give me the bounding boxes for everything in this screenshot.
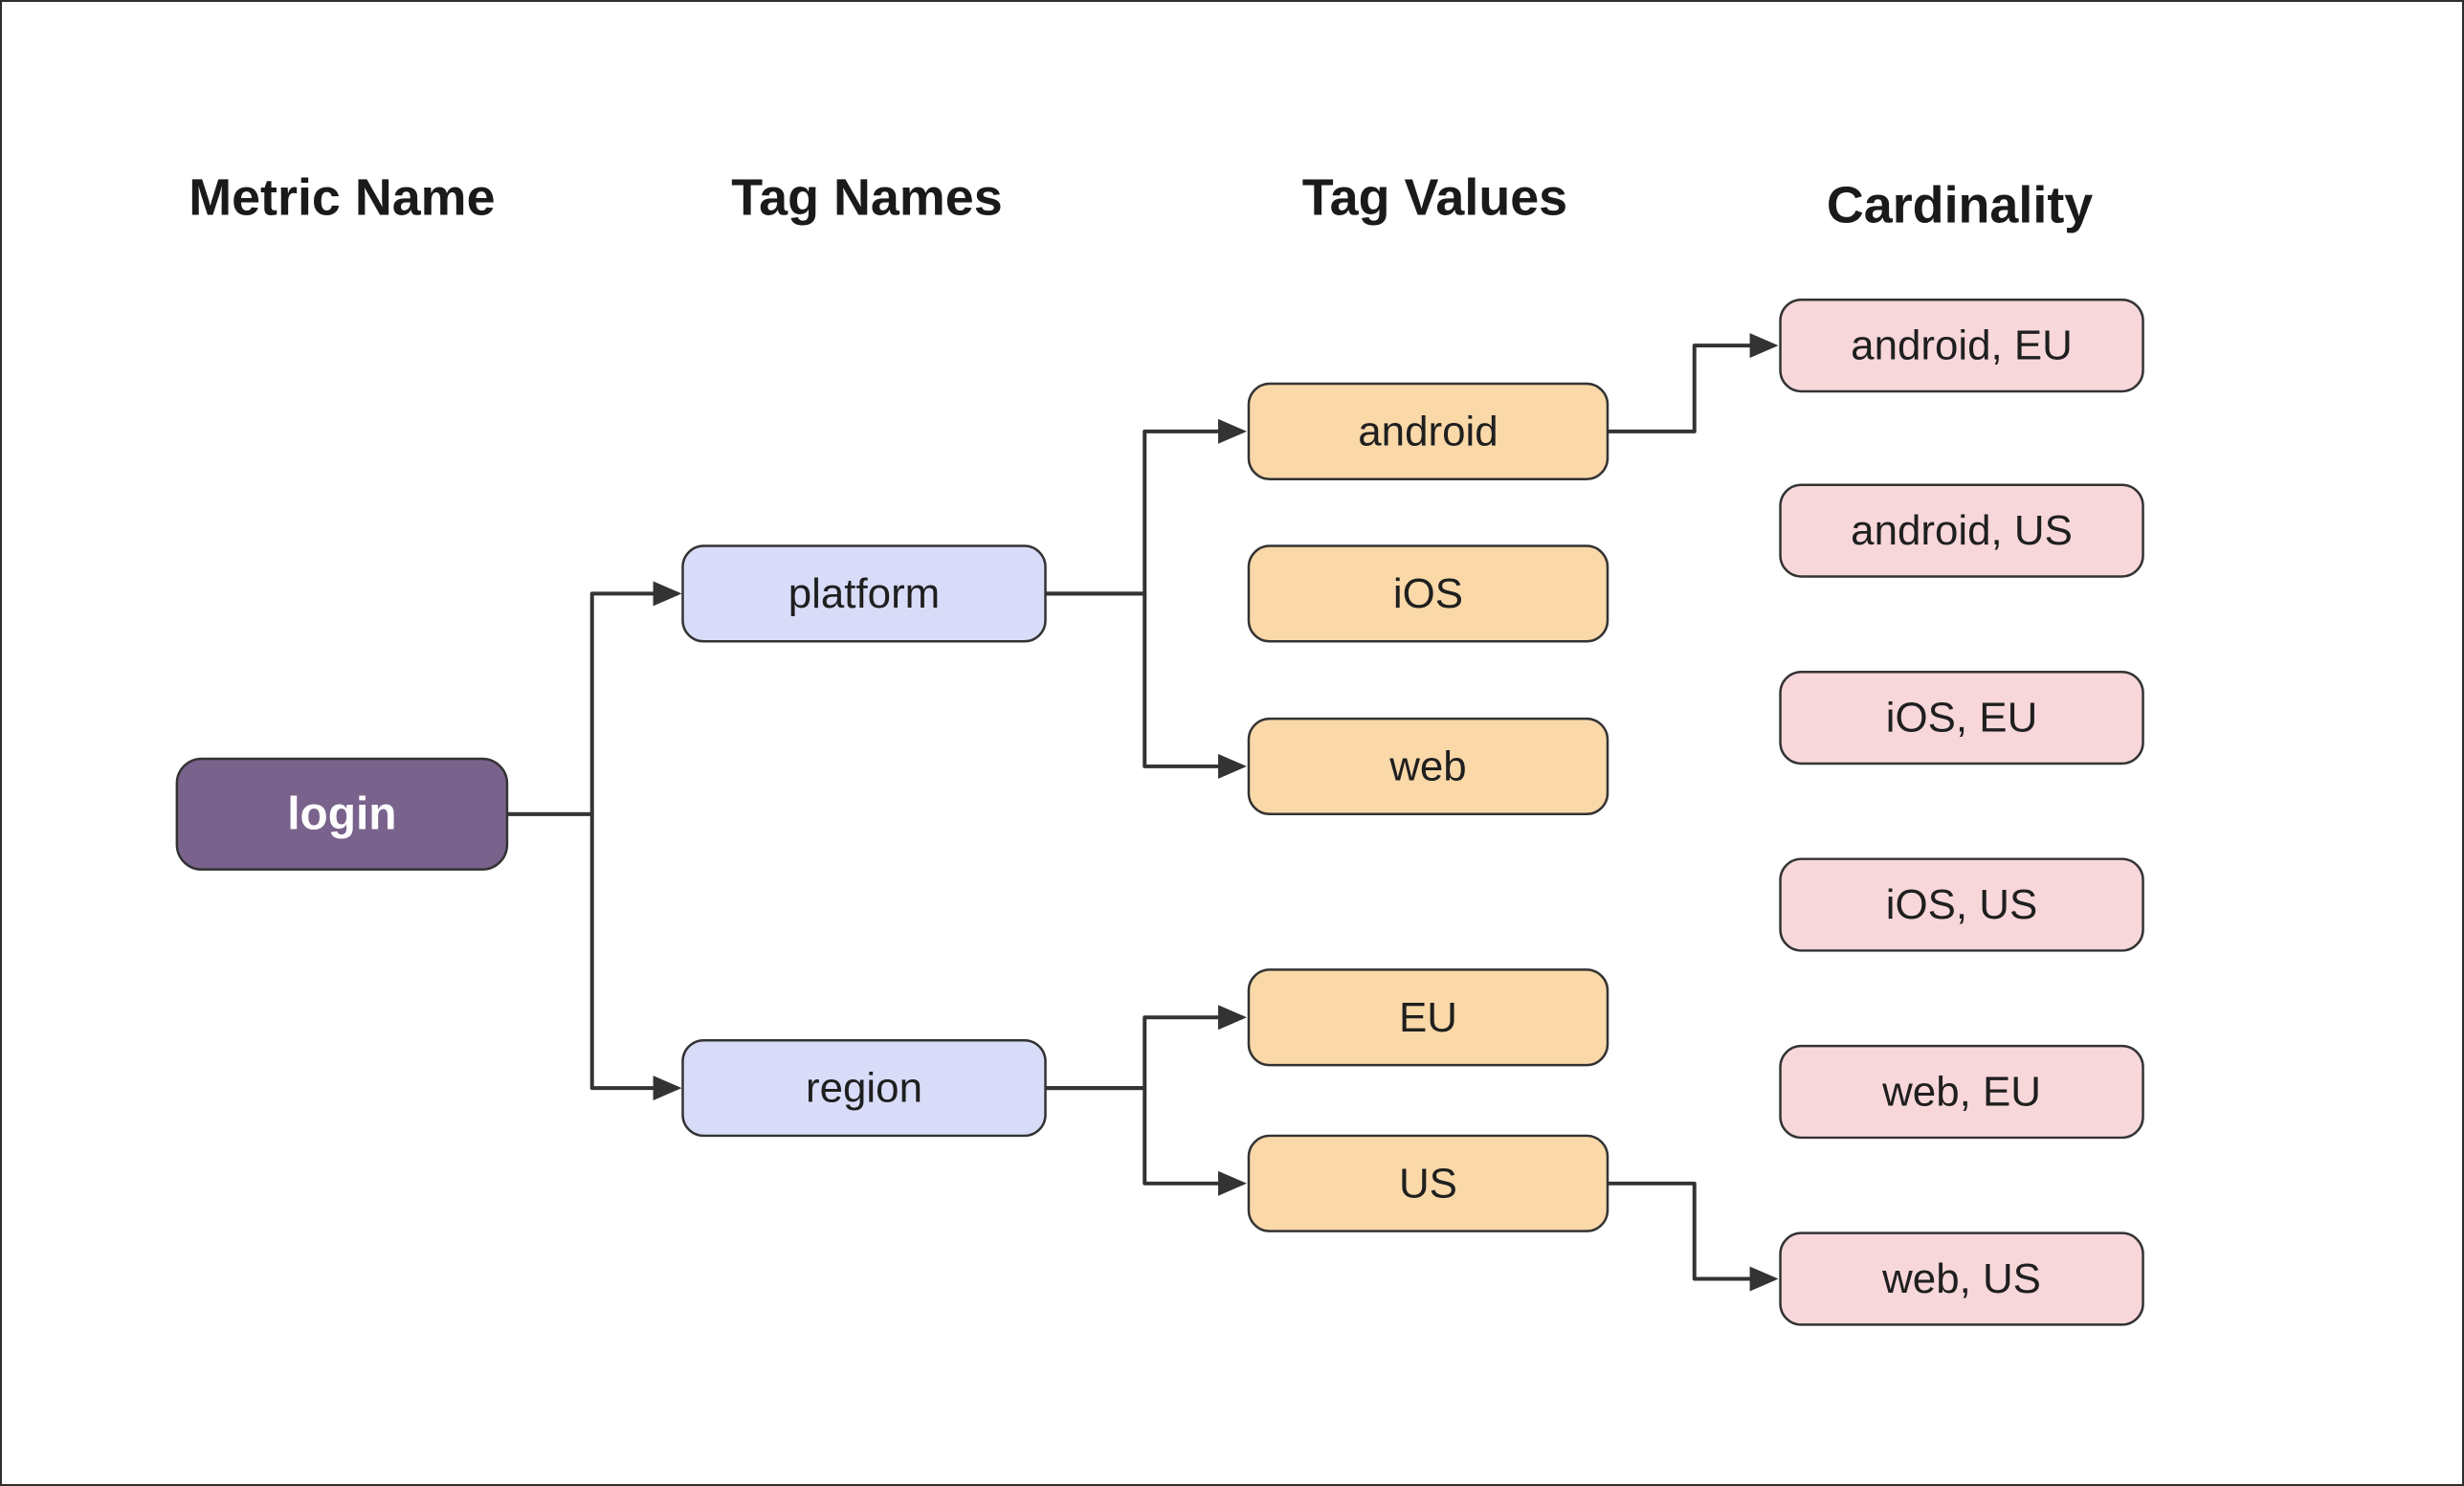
node-eu: EU — [1247, 968, 1609, 1067]
node-android-eu: android, EU — [1779, 298, 2144, 393]
node-eu-label: EU — [1399, 994, 1457, 1041]
node-android: android — [1247, 382, 1609, 480]
edge-group — [504, 333, 1779, 1292]
column-header-cardinality: Cardinality — [1827, 176, 2093, 233]
node-android-box — [1247, 382, 1609, 480]
edge-region-us — [1043, 1086, 1247, 1196]
node-ios-us-label: iOS, US — [1886, 881, 2037, 928]
node-login-box — [175, 757, 509, 871]
edge-login-platform — [504, 581, 682, 816]
node-web-us: web, US — [1779, 1231, 2144, 1326]
node-login: login — [175, 757, 509, 871]
node-us: US — [1247, 1134, 1609, 1232]
node-us-box — [1247, 1134, 1609, 1232]
node-web: web — [1247, 717, 1609, 816]
edge-login-region — [504, 811, 682, 1101]
node-region-label: region — [806, 1065, 922, 1112]
node-login-label: login — [287, 788, 396, 839]
node-ios-us: iOS, US — [1779, 857, 2144, 952]
edge-us-web-us — [1605, 1181, 1779, 1292]
node-android-label: android — [1358, 408, 1498, 455]
node-web-eu-box — [1779, 1044, 2144, 1140]
column-header-tag-names: Tag Names — [731, 168, 1002, 226]
node-ios-eu-box — [1779, 670, 2144, 765]
node-ios-label: iOS — [1393, 570, 1463, 617]
node-platform-label: platform — [788, 570, 941, 617]
node-android-us: android, US — [1779, 483, 2144, 578]
edge-region-eu — [1043, 1005, 1247, 1091]
node-web-box — [1247, 717, 1609, 816]
edge-platform-android — [1043, 418, 1247, 596]
node-web-label: web — [1388, 743, 1467, 789]
node-android-us-box — [1779, 483, 2144, 578]
column-headers: Metric Name Tag Names Tag Values Cardina… — [189, 168, 2093, 233]
column-header-tag-values: Tag Values — [1302, 168, 1567, 226]
node-ios-box — [1247, 544, 1609, 643]
node-platform: platform — [681, 544, 1047, 643]
node-android-eu-box — [1779, 298, 2144, 393]
node-platform-box — [681, 544, 1047, 643]
node-ios-us-box — [1779, 857, 2144, 952]
edge-platform-web — [1043, 591, 1247, 779]
node-ios: iOS — [1247, 544, 1609, 643]
node-web-eu: web, EU — [1779, 1044, 2144, 1140]
column-header-metric-name: Metric Name — [189, 168, 495, 226]
node-eu-box — [1247, 968, 1609, 1067]
node-ios-eu-label: iOS, EU — [1886, 695, 2037, 742]
node-web-us-label: web, US — [1881, 1255, 2041, 1302]
node-region: region — [681, 1038, 1047, 1138]
node-us-label: US — [1399, 1160, 1457, 1207]
node-android-us-label: android, US — [1851, 507, 2073, 554]
edge-android-android-eu — [1605, 333, 1779, 433]
node-region-box — [681, 1038, 1047, 1138]
node-android-eu-label: android, EU — [1851, 322, 2073, 369]
node-ios-eu: iOS, EU — [1779, 670, 2144, 765]
node-web-eu-label: web, EU — [1881, 1069, 2041, 1116]
node-web-us-box — [1779, 1231, 2144, 1326]
